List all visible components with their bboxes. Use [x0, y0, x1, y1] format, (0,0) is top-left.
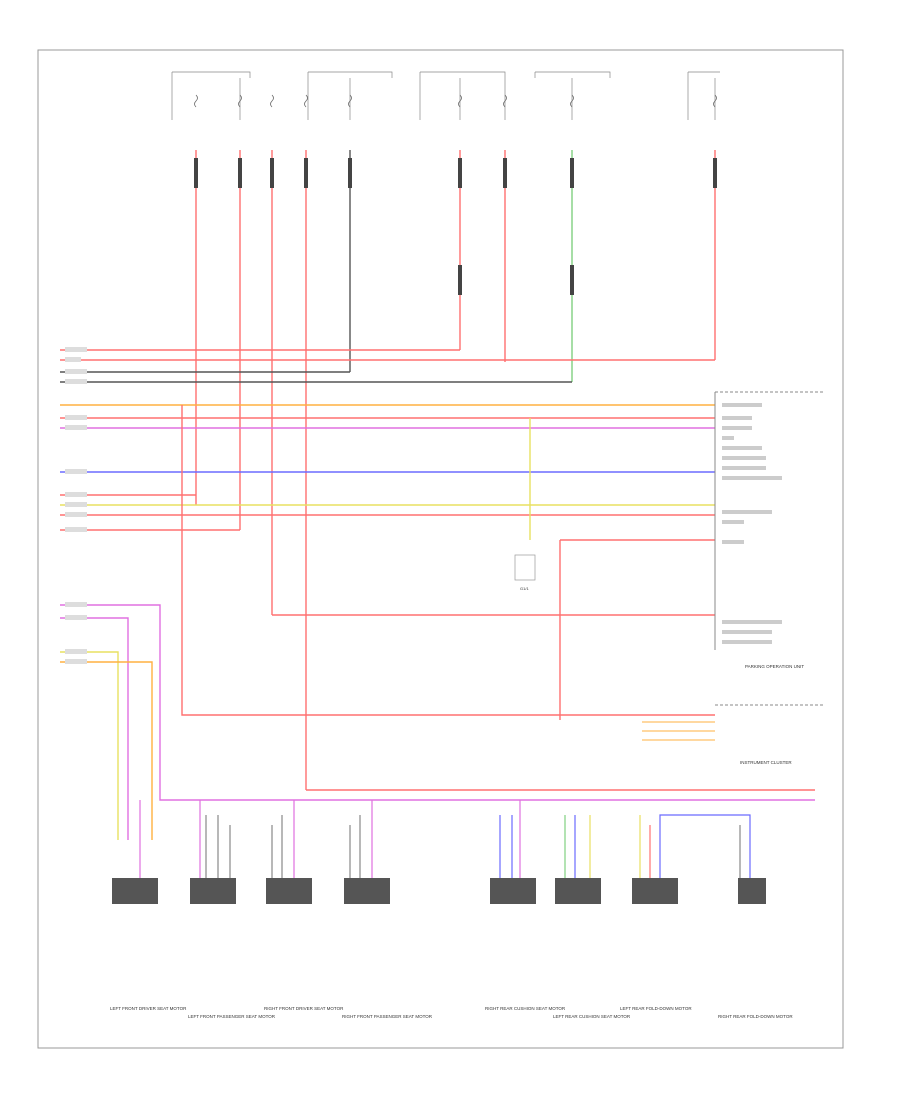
diagram-frame: [37, 49, 844, 1049]
seat-caption-8: RIGHT REAR FOLD-DOWN MOTOR: [718, 1014, 793, 1019]
seat-caption-2: LEFT FRONT PASSENGER SEAT MOTOR: [188, 1014, 276, 1019]
seat-captions: LEFT FRONT DRIVER SEAT MOTOR LEFT FRONT …: [110, 1006, 793, 1019]
bus-wires: [60, 349, 815, 840]
g1-module: G1/1: [514, 554, 536, 591]
inline-connectors: [194, 158, 717, 295]
instrument-cluster: INSTRUMENT CLUSTER: [642, 704, 823, 765]
seat-harness: [139, 800, 751, 880]
seat-caption-1: LEFT FRONT DRIVER SEAT MOTOR: [110, 1006, 187, 1011]
fuse-groups: [171, 71, 720, 120]
parking-operation-unit: PARKING OPERATION UNIT: [714, 391, 823, 669]
feed-wires: [195, 150, 716, 790]
bus-labels: [65, 347, 87, 664]
seat-connectors: [112, 878, 766, 904]
parking-unit-title: PARKING OPERATION UNIT: [745, 664, 804, 669]
seat-caption-7: LEFT REAR FOLD-DOWN MOTOR: [620, 1006, 692, 1011]
seat-caption-6: LEFT REAR CUSHION SEAT MOTOR: [553, 1014, 631, 1019]
seat-caption-4: RIGHT FRONT PASSENGER SEAT MOTOR: [342, 1014, 433, 1019]
fuse-symbols: [194, 94, 717, 108]
instrument-cluster-title: INSTRUMENT CLUSTER: [740, 760, 792, 765]
g1-label: G1/1: [520, 586, 529, 591]
seat-caption-3: RIGHT FRONT DRIVER SEAT MOTOR: [264, 1006, 344, 1011]
seat-caption-5: RIGHT REAR CUSHION SEAT MOTOR: [485, 1006, 566, 1011]
